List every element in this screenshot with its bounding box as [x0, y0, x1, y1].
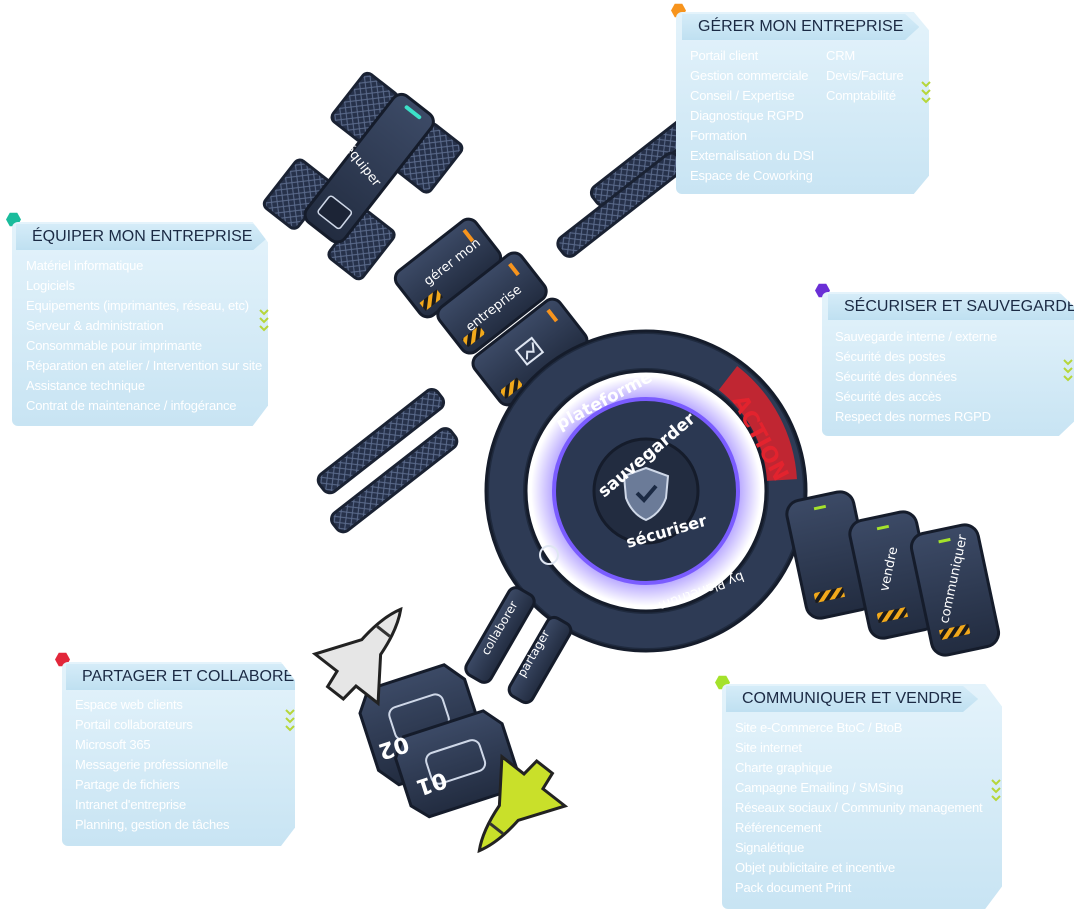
- list-item: Comptabilité: [826, 88, 896, 103]
- panel-equiper-title: ÉQUIPER MON ENTREPRISE: [16, 224, 268, 250]
- list-item: Intranet d'entreprise: [75, 797, 187, 812]
- list-item: Contrat de maintenance / infogérance: [26, 398, 237, 413]
- panel-gerer: GÉRER MON ENTREPRISE Portail client Gest…: [676, 12, 929, 194]
- list-item: Messagerie professionnelle: [75, 757, 229, 772]
- list-item: Espace de Coworking: [690, 168, 813, 183]
- list-item: Respect des normes RGPD: [835, 409, 991, 424]
- list-item: Partage de fichiers: [75, 777, 180, 792]
- central-ring: [484, 329, 808, 653]
- list-item: Gestion commerciale: [690, 68, 809, 83]
- panel-equiper-list: Matériel informatique Logiciels Equipeme…: [26, 256, 262, 416]
- list-item: Microsoft 365: [75, 737, 151, 752]
- list-item: Espace web clients: [75, 697, 183, 712]
- chevron-down-icon: [990, 776, 1002, 804]
- panel-gerer-list-col1: Portail client Gestion commerciale Conse…: [690, 46, 814, 186]
- list-item: Signalétique: [735, 840, 805, 855]
- list-item: Serveur & administration: [26, 318, 164, 333]
- list-item: Devis/Facture: [826, 68, 904, 83]
- list-item: Matériel informatique: [26, 258, 144, 273]
- panel-securiser-list: Sauvegarde interne / externe Sécurité de…: [835, 327, 997, 427]
- list-item: Formation: [690, 128, 747, 143]
- module-communiquer: [909, 523, 1001, 657]
- panel-gerer-title: GÉRER MON ENTREPRISE: [682, 14, 920, 40]
- list-item: Conseil / Expertise: [690, 88, 795, 103]
- list-item: Equipements (imprimantes, réseau, etc): [26, 298, 249, 313]
- panel-partager-title: PARTAGER ET COLLABORER: [66, 664, 295, 690]
- chevron-down-icon: [258, 306, 270, 334]
- list-item: Site e-Commerce BtoC / BtoB: [735, 720, 903, 735]
- panel-securiser: SÉCURISER ET SAUVEGARDER Sauvegarde inte…: [822, 292, 1074, 436]
- panel-securiser-title: SÉCURISER ET SAUVEGARDER: [828, 294, 1074, 320]
- chevron-down-icon: [1062, 356, 1074, 384]
- list-item: Site internet: [735, 740, 802, 755]
- chevron-down-icon: [920, 78, 932, 106]
- solar-array-lower: [316, 388, 459, 534]
- list-item: Objet publicitaire et incentive: [735, 860, 896, 875]
- panel-communiquer-list: Site e-Commerce BtoC / BtoB Site interne…: [735, 718, 983, 898]
- list-item: Externalisation du DSI: [690, 148, 815, 163]
- list-item: Diagnostique RGPD: [690, 108, 804, 123]
- list-item: Pack document Print: [735, 880, 852, 895]
- list-item: Sécurité des données: [835, 369, 957, 384]
- list-item: Sauvegarde interne / externe: [835, 329, 998, 344]
- panel-communiquer-title: COMMUNIQUER ET VENDRE: [726, 686, 979, 712]
- list-item: Campagne Emailing / SMSing: [735, 780, 904, 795]
- arm-partager: [507, 615, 573, 705]
- list-item: Sécurité des postes: [835, 349, 946, 364]
- list-item: Réseaux sociaux / Community management: [735, 800, 983, 815]
- list-item: Assistance technique: [26, 378, 145, 393]
- panel-communiquer: COMMUNIQUER ET VENDRE Site e-Commerce Bt…: [722, 684, 1002, 909]
- panel-gerer-list-col2: CRM Devis/Facture Comptabilité: [826, 46, 904, 106]
- list-item: Portail client: [690, 48, 759, 63]
- module-entreprise: [436, 251, 548, 355]
- panel-partager: PARTAGER ET COLLABORER Espace web client…: [62, 662, 295, 846]
- list-item: Réparation en atelier / Intervention sur…: [26, 358, 262, 373]
- shuttle-yellow: [477, 753, 569, 854]
- list-item: Planning, gestion de tâches: [75, 817, 230, 832]
- list-item: CRM: [826, 48, 856, 63]
- panel-equiper: ÉQUIPER MON ENTREPRISE Matériel informat…: [12, 222, 268, 426]
- list-item: Charte graphique: [735, 760, 833, 775]
- module-chart: [471, 297, 589, 407]
- shuttle-grey: [311, 606, 403, 707]
- module-sequiper: [262, 71, 464, 281]
- chevron-down-icon: [284, 706, 296, 734]
- arm-collaborer: [464, 586, 536, 684]
- list-item: Portail collaborateurs: [75, 717, 193, 732]
- list-item: Logiciels: [26, 278, 75, 293]
- list-item: Sécurité des accès: [835, 389, 942, 404]
- list-item: Référencement: [735, 820, 822, 835]
- list-item: Consommable pour imprimante: [26, 338, 202, 353]
- panel-partager-list: Espace web clients Portail collaborateur…: [75, 695, 230, 835]
